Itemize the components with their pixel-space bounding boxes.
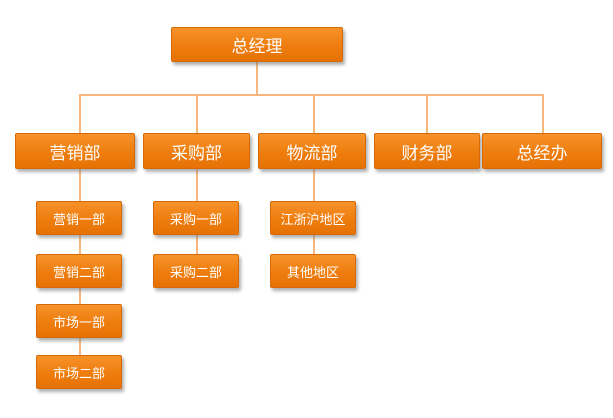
node-region-jiangzhehu: 江浙沪地区 bbox=[270, 201, 356, 235]
connector-drop-office bbox=[542, 94, 544, 134]
node-logistics-dept: 物流部 bbox=[258, 133, 366, 169]
connector-root-down bbox=[256, 61, 258, 96]
node-region-other: 其他地区 bbox=[270, 254, 356, 288]
node-marketing-1: 营销一部 bbox=[36, 201, 122, 235]
node-market-2: 市场二部 bbox=[36, 355, 122, 389]
node-marketing-2: 营销二部 bbox=[36, 254, 122, 288]
node-general-manager: 总经理 bbox=[171, 27, 343, 62]
node-marketing-dept: 营销部 bbox=[15, 133, 135, 169]
connector-drop-logistics bbox=[313, 94, 315, 134]
node-market-1: 市场一部 bbox=[36, 304, 122, 338]
connector-drop-marketing bbox=[79, 94, 81, 134]
connector-horizontal-bar bbox=[79, 94, 544, 96]
node-general-office: 总经办 bbox=[482, 133, 602, 169]
node-finance-dept: 财务部 bbox=[374, 133, 480, 169]
node-purchasing-dept: 采购部 bbox=[143, 133, 250, 169]
node-purchasing-2: 采购二部 bbox=[153, 254, 239, 288]
connector-drop-finance bbox=[426, 94, 428, 134]
connector-drop-purchasing bbox=[196, 94, 198, 134]
node-purchasing-1: 采购一部 bbox=[153, 201, 239, 235]
